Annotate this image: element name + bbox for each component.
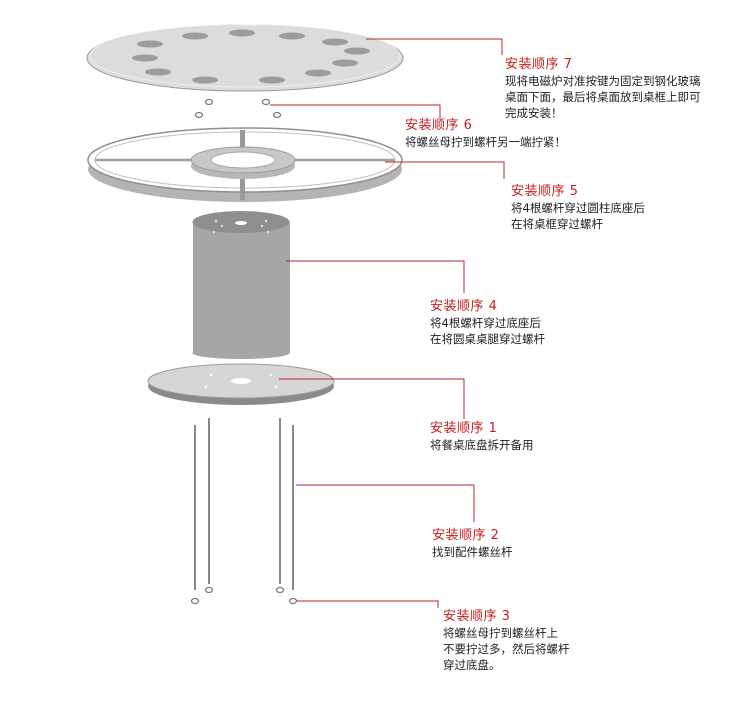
step-6-callout: 安装顺序 6 将螺丝母拧到螺杆另一端拧紧！ — [405, 117, 566, 150]
table-frame — [87, 127, 403, 202]
step-2-text: 找到配件螺丝杆 — [432, 545, 513, 559]
leader-lines — [270, 38, 505, 608]
step-4-title: 安装顺序 4 — [430, 299, 498, 314]
base-plate — [147, 363, 335, 405]
step-4-text: 将4根螺杆穿过底座后 在将圆桌桌腿穿过螺杆 — [430, 316, 545, 346]
leader-step-4 — [286, 260, 465, 293]
bottom-nuts — [190, 586, 298, 605]
glass-tabletop — [86, 24, 404, 92]
cylinder-base — [192, 211, 290, 359]
screw-rods — [194, 418, 294, 590]
step-3-title: 安装顺序 3 — [443, 609, 511, 624]
leader-step-1 — [279, 378, 465, 419]
step-1-title: 安装顺序 1 — [430, 421, 498, 436]
step-7-callout: 安装顺序 7 现将电磁炉对准按键为固定到钢化玻璃 桌面下面，最后将桌面放到桌框上… — [505, 56, 701, 121]
step-2-callout: 安装顺序 2 找到配件螺丝杆 — [432, 527, 513, 560]
step-5-callout: 安装顺序 5 将4根螺杆穿过圆柱底座后 在将桌框穿过螺杆 — [511, 183, 645, 232]
step-1-text: 将餐桌底盘拆开备用 — [430, 438, 534, 452]
top-nuts — [194, 98, 282, 119]
step-3-callout: 安装顺序 3 将螺丝母拧到螺丝杆上 不要拧过多，然后将螺杆 穿过底盘。 — [443, 608, 570, 673]
leader-step-2 — [296, 484, 475, 522]
step-6-text: 将螺丝母拧到螺杆另一端拧紧！ — [405, 135, 566, 149]
step-7-text: 现将电磁炉对准按键为固定到钢化玻璃 桌面下面，最后将桌面放到桌框上即可 完成安装… — [505, 74, 701, 120]
step-2-title: 安装顺序 2 — [432, 528, 500, 543]
leader-step-3 — [297, 600, 439, 608]
step-5-text: 将4根螺杆穿过圆柱底座后 在将桌框穿过螺杆 — [511, 201, 645, 231]
step-7-title: 安装顺序 7 — [505, 57, 573, 72]
leader-step-5 — [385, 161, 505, 179]
step-1-callout: 安装顺序 1 将餐桌底盘拆开备用 — [430, 420, 534, 453]
step-6-title: 安装顺序 6 — [405, 118, 473, 133]
leader-step-7 — [366, 38, 503, 55]
step-4-callout: 安装顺序 4 将4根螺杆穿过底座后 在将圆桌桌腿穿过螺杆 — [430, 298, 545, 347]
step-5-title: 安装顺序 5 — [511, 184, 579, 199]
tabletop-holes — [132, 29, 370, 84]
leader-step-6 — [270, 104, 441, 118]
step-3-text: 将螺丝母拧到螺丝杆上 不要拧过多，然后将螺杆 穿过底盘。 — [443, 626, 570, 672]
